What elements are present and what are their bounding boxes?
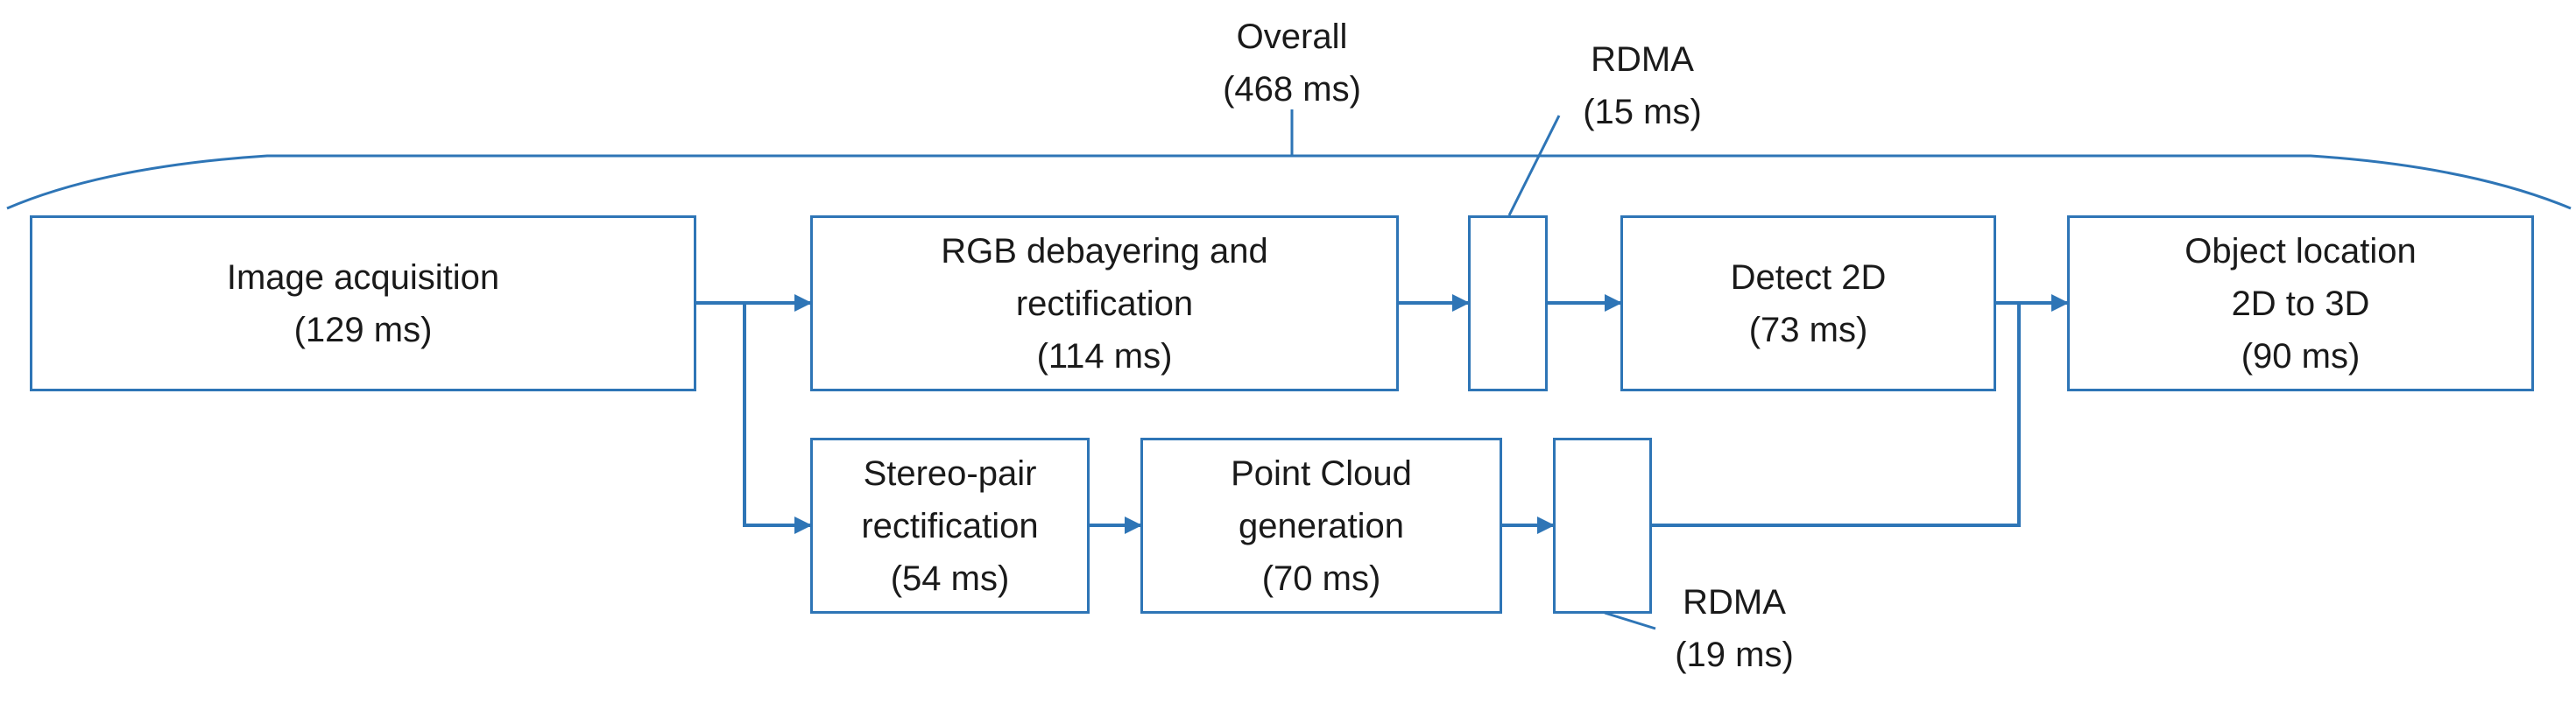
node-object-location-line2: 2D to 3D (2231, 284, 2370, 323)
line-rdma-bottom-to-join (1652, 303, 2021, 527)
node-object-location-time: (90 ms) (2241, 336, 2361, 376)
node-object-location-line1: Object location (2184, 231, 2417, 271)
rdma-top-label: RDMA (15 ms) (1533, 33, 1752, 138)
node-point-cloud-time: (70 ms) (1261, 559, 1381, 598)
overall-label: Overall (468 ms) (1161, 11, 1423, 116)
node-rdma-bottom (1553, 438, 1652, 614)
node-rgb-debayering-line2: rectification (1015, 284, 1194, 323)
node-image-acquisition-title: Image acquisition (226, 257, 500, 297)
node-detect-2d-title: Detect 2D (1730, 257, 1887, 297)
node-rgb-debayering: RGB debayering and rectification (114 ms… (810, 215, 1399, 391)
rdma-bottom-leader (1604, 611, 1656, 630)
node-point-cloud: Point Cloud generation (70 ms) (1140, 438, 1502, 614)
rdma-bottom-label: RDMA (19 ms) (1625, 576, 1844, 681)
node-image-acquisition-time: (129 ms) (293, 310, 433, 349)
rdma-bottom-title: RDMA (1683, 583, 1786, 622)
node-rgb-debayering-time: (114 ms) (1036, 336, 1173, 376)
node-rgb-debayering-line1: RGB debayering and (941, 231, 1268, 271)
node-stereo-pair-line2: rectification (861, 506, 1039, 545)
node-detect-2d-time: (73 ms) (1748, 310, 1868, 349)
node-point-cloud-line1: Point Cloud (1231, 453, 1412, 493)
node-stereo-pair-line1: Stereo-pair (863, 453, 1037, 493)
node-detect-2d: Detect 2D (73 ms) (1620, 215, 1996, 391)
overall-label-title: Overall (1236, 18, 1348, 56)
rdma-top-leader (1507, 115, 1561, 216)
arrow-acq-to-stereo (743, 303, 812, 534)
node-point-cloud-line2: generation (1238, 506, 1405, 545)
rdma-top-time: (15 ms) (1583, 93, 1702, 131)
rdma-bottom-time: (19 ms) (1675, 636, 1794, 674)
node-rdma-top (1468, 215, 1548, 391)
node-image-acquisition: Image acquisition (129 ms) (30, 215, 696, 391)
node-stereo-pair: Stereo-pair rectification (54 ms) (810, 438, 1090, 614)
node-stereo-pair-time: (54 ms) (890, 559, 1010, 598)
overall-label-time: (468 ms) (1223, 70, 1361, 109)
rdma-top-title: RDMA (1591, 40, 1694, 79)
overall-bracket (6, 154, 2572, 210)
node-object-location: Object location 2D to 3D (90 ms) (2067, 215, 2534, 391)
